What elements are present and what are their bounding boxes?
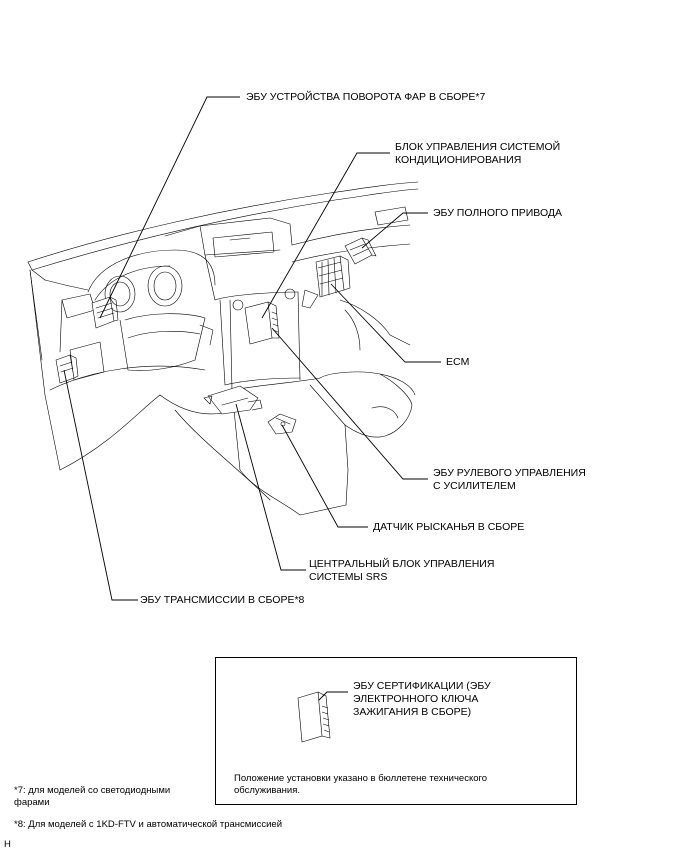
label-transmission-ecu: ЭБУ ТРАНСМИССИИ В СБОРЕ*8 [140,594,305,606]
label-headlamp-swivel-ecu: ЭБУ УСТРОЙСТВА ПОВОРОТА ФАР В СБОРЕ*7 [246,91,486,103]
dashboard-outline [27,181,419,516]
ac-control-block-part [244,301,280,345]
inset-note: Положение установки указано в бюллетене … [234,773,488,796]
ecm-part [301,255,351,309]
label-ac-control-block: БЛОК УПРАВЛЕНИЯ СИСТЕМОЙ КОНДИЦИОНИРОВАН… [395,141,561,166]
certification-ecu-part [297,691,331,743]
srs-center-part [203,385,263,415]
label-awd-ecu: ЭБУ ПОЛНОГО ПРИВОДА [433,207,563,219]
inset-box [215,657,577,805]
headlamp-swivel-ecu-part [91,296,119,329]
corner-mark: H [4,839,11,850]
label-yaw-sensor: ДАТЧИК РЫСКАНЬЯ В СБОРЕ [373,521,525,533]
transmission-ecu-part [55,354,79,384]
awd-ecu-part [344,237,377,265]
label-ecm: ECM [446,356,470,368]
label-certification-ecu: ЭБУ СЕРТИФИКАЦИИ (ЭБУ ЭЛЕКТРОННОГО КЛЮЧА… [353,680,491,718]
footnote-8: *8: Для моделей с 1KD-FTV и автоматическ… [14,819,283,830]
label-power-steering-ecu: ЭБУ РУЛЕВОГО УПРАВЛЕНИЯ С УСИЛИТЕЛЕМ [433,467,586,492]
footnote-7: *7: для моделей со светодиодными фарами [14,785,171,808]
label-srs-center: ЦЕНТРАЛЬНЫЙ БЛОК УПРАВЛЕНИЯ СИСТЕМЫ SRS [309,558,495,583]
yaw-sensor-part [267,413,297,435]
leader-lines [63,96,441,703]
